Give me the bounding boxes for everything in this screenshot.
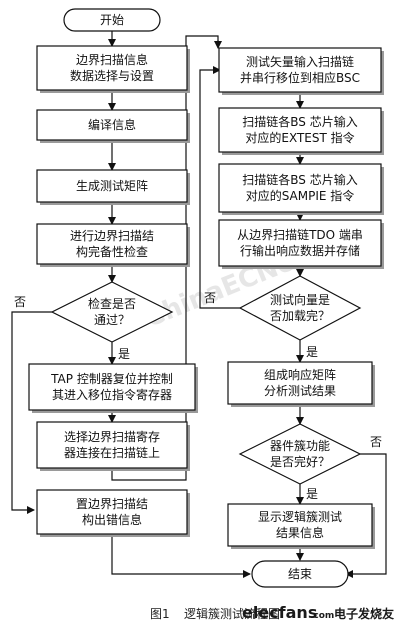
node-r2-line-0: 扫描链各BS 芯片输入: [242, 114, 357, 129]
process-shape: [227, 361, 373, 405]
figure-number: 图1: [150, 607, 170, 621]
node-d3-line-1: 是否完好？: [270, 454, 330, 469]
node-r1-line-1: 并串行移位到相应BSC: [240, 70, 360, 85]
edge-n7-end: [111, 534, 251, 578]
node-n5-line-0: TAP 控制器复位并控制: [50, 371, 173, 386]
node-n1-line-1: 数据选择与设置: [70, 68, 154, 83]
node-n5-line-1: 其进入移位指令寄存器: [52, 387, 172, 402]
process-shape: [218, 107, 382, 153]
edge-d1-n7: [11, 311, 52, 514]
label-d2-yes: 是: [306, 345, 318, 359]
node-d1-line-1: 通过？: [94, 313, 130, 327]
node-d3-line-0: 器件簇功能: [270, 438, 330, 453]
process-shape: [218, 219, 382, 267]
node-r4-line-0: 从边界扫描链TDO 端串: [237, 227, 363, 242]
node-r3-line-0: 扫描链各BS 芯片输入: [242, 172, 357, 187]
label-d2-no: 否: [204, 291, 216, 305]
process-shape: [227, 503, 373, 547]
process-shape: [36, 421, 188, 469]
process-shape: [218, 47, 382, 93]
node-d2-line-1: 否加载完？: [270, 308, 330, 323]
node-n4-line-0: 进行边界扫描结: [70, 229, 154, 243]
node-n7-line-0: 置边界扫描结: [76, 497, 148, 511]
node-end: 结束: [251, 560, 349, 588]
terminal-shape: [63, 8, 161, 32]
decision-shape: [238, 275, 362, 341]
node-end-line-0: 结束: [288, 567, 312, 581]
process-shape: [218, 163, 382, 213]
elecfans-logo: elecfans .com 电子发烧友: [242, 603, 394, 622]
terminal-shape: [251, 560, 349, 588]
node-start: 开始: [63, 8, 161, 32]
node-start-line-0: 开始: [100, 13, 124, 27]
decision-shape: [50, 281, 174, 343]
node-r2-line-1: 对应的EXTEST 指令: [245, 130, 354, 145]
flowchart-edges: [11, 30, 387, 578]
decision-shape: [238, 423, 362, 485]
node-n3-line-0: 生成测试矩阵: [76, 178, 148, 193]
flowchart-nodes: 开始边界扫描信息数据选择与设置编译信息生成测试矩阵进行边界扫描结构完备性检查检查…: [28, 8, 384, 588]
node-n7-line-1: 构出错信息: [82, 512, 142, 527]
node-n3: 生成测试矩阵: [36, 169, 190, 205]
process-shape: [36, 223, 188, 265]
node-r1-line-0: 测试矢量输入扫描链: [246, 54, 354, 69]
node-r5-line-1: 分析测试结果: [264, 383, 336, 398]
logo-chinese: 电子发烧友: [334, 606, 394, 621]
logo-suffix: .com: [310, 611, 334, 621]
process-shape: [28, 363, 196, 411]
figure-title: 逻辑簇测试流程图: [184, 606, 280, 621]
edge-d2-r1: [199, 66, 240, 309]
node-n2: 编译信息: [36, 109, 190, 143]
node-r4-line-1: 行输出响应数据并存储: [240, 243, 360, 258]
node-r5-line-0: 组成响应矩阵: [264, 367, 336, 382]
label-d3-yes: 是: [306, 487, 318, 501]
node-r6-line-0: 显示逻辑簇测试: [258, 509, 342, 524]
node-n6-line-1: 器连接在扫描链上: [64, 445, 160, 460]
node-n2-line-0: 编译信息: [88, 117, 136, 132]
label-d3-no: 否: [370, 435, 382, 449]
label-d1-yes: 是: [118, 347, 130, 361]
process-shape: [36, 489, 188, 535]
node-d1-line-0: 检查是否: [88, 296, 136, 311]
process-shape: [36, 169, 188, 203]
process-shape: [36, 109, 188, 141]
edge-d3-end: [345, 453, 387, 578]
node-n6-line-0: 选择边界扫描寄存: [64, 429, 160, 444]
process-shape: [36, 45, 188, 91]
node-n1-line-0: 边界扫描信息: [76, 52, 148, 67]
node-n4-line-1: 构完备性检查: [76, 244, 148, 259]
node-r6-line-1: 结果信息: [276, 525, 324, 540]
label-d1-no: 否: [14, 295, 26, 309]
logo-brand: elecfans: [242, 603, 317, 622]
node-r3-line-1: 对应的SAMPIE 指令: [246, 188, 355, 203]
node-d2-line-0: 测试向量是: [270, 292, 330, 307]
